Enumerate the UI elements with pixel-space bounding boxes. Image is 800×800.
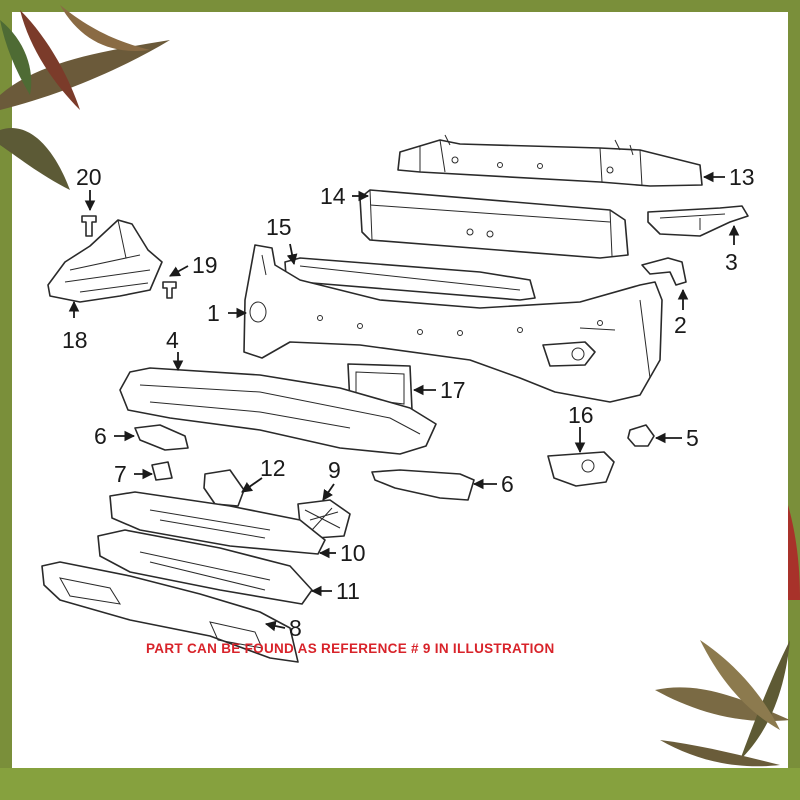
callout-13: 13: [729, 164, 755, 190]
leaf-right-red-icon: [788, 505, 800, 600]
callout-10: 10: [340, 540, 366, 566]
part-6-left-trim: [134, 424, 189, 451]
frame-top: [0, 0, 800, 12]
part-16-fog-bezel: [547, 451, 615, 487]
frame-right: [788, 0, 800, 800]
frame-bottom: [0, 768, 800, 800]
callout-arrows: [68, 171, 740, 632]
callout-16: 16: [568, 402, 594, 428]
part-8-skid-plate: [41, 561, 299, 663]
callout-6-left: 6: [94, 423, 107, 449]
callout-7: 7: [114, 461, 127, 487]
callout-18: 18: [62, 327, 88, 353]
part-3-bracket: [647, 205, 749, 237]
callout-4: 4: [166, 327, 179, 353]
part-10-grille: [109, 491, 326, 555]
callout-14: 14: [320, 183, 346, 209]
callout-5: 5: [686, 425, 699, 451]
part-18-shield: [47, 219, 163, 303]
part-4-lower-fascia: [119, 367, 437, 455]
callout-6-right: 6: [501, 471, 514, 497]
part-11-lower-grille: [97, 529, 313, 605]
callout-8: 8: [289, 615, 302, 641]
leaf-top-left-icon: [0, 5, 170, 190]
reference-note: PART CAN BE FOUND AS REFERENCE # 9 IN IL…: [146, 641, 555, 656]
frame-left: [0, 0, 12, 800]
part-2-bracket: [641, 257, 687, 286]
callout-15: 15: [266, 214, 292, 240]
callout-3: 3: [725, 249, 738, 275]
leaf-bottom-right-icon: [655, 640, 790, 767]
part-6-right-trim: [371, 469, 475, 501]
callout-11: 11: [336, 578, 360, 604]
part-12-insert: [203, 469, 245, 507]
callout-numbers: 1 2 3 4 5 6 6 7 8 9 10 11 12 13 14 15 16…: [62, 164, 755, 641]
part-14-energy-absorber: [359, 189, 629, 259]
callout-17: 17: [440, 377, 466, 403]
callout-2: 2: [674, 312, 687, 338]
part-19-clip: [162, 281, 177, 299]
callout-19: 19: [192, 252, 218, 278]
part-20-clip: [81, 215, 97, 237]
callout-12: 12: [260, 455, 286, 481]
part-5-cap: [627, 424, 655, 447]
callout-1: 1: [207, 300, 220, 326]
callout-20: 20: [76, 164, 102, 190]
part-1-fascia: [243, 244, 663, 403]
part-7-insert: [151, 461, 173, 481]
part-13-reinforcement-bar: [397, 134, 703, 187]
callout-9: 9: [328, 457, 341, 483]
